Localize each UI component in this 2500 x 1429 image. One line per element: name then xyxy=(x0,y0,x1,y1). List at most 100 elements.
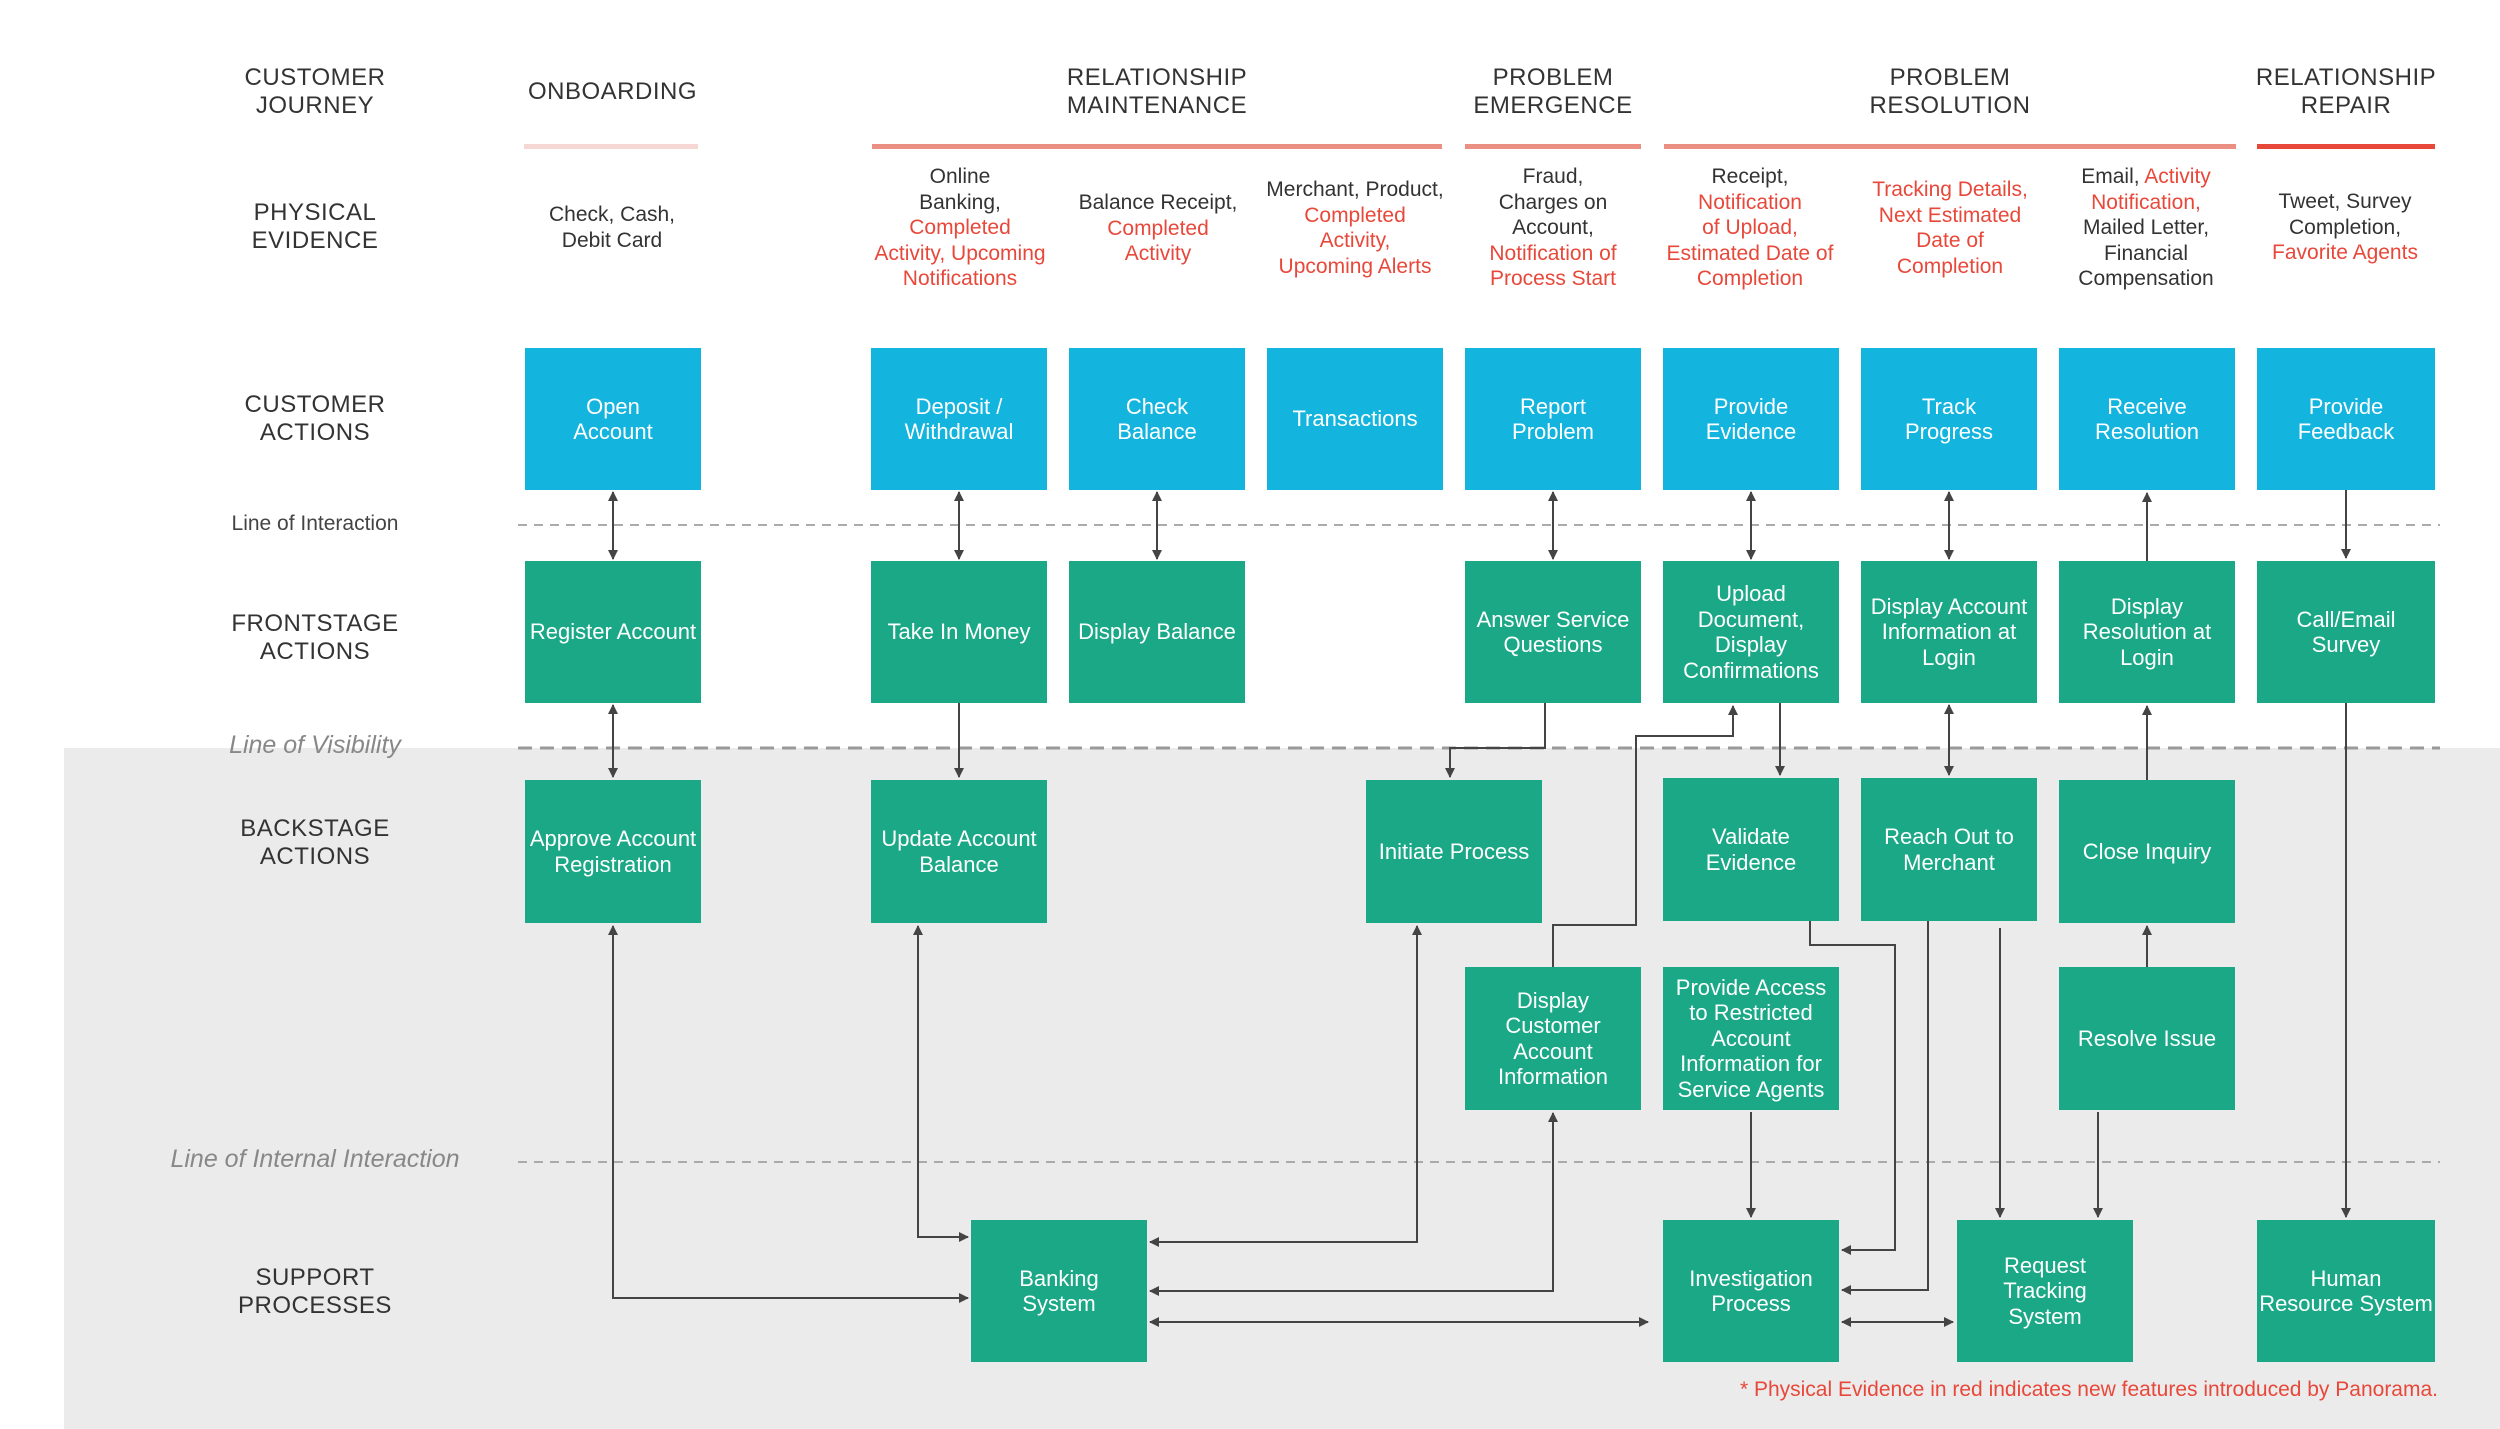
provide-evidence-box[interactable]: Provide Evidence xyxy=(1663,348,1839,490)
close-inquiry-label: Close Inquiry xyxy=(2082,838,2212,864)
initiate-process-label: Initiate Process xyxy=(1378,838,1530,864)
provide-feedback-box[interactable]: Provide Feedback xyxy=(2257,348,2435,490)
phase-relationship-maintenance: RELATIONSHIP MAINTENANCE xyxy=(872,64,1442,120)
banking-system-box[interactable]: Banking System xyxy=(971,1220,1147,1362)
evidence-line: Completion, xyxy=(2288,215,2402,239)
support-processes-label: SUPPORT PROCESSES xyxy=(238,1264,392,1319)
evidence-line-new: Notifications xyxy=(902,267,1018,290)
backstage-actions-label: BACKSTAGE ACTIONS xyxy=(240,815,390,870)
open-account-box[interactable]: Open Account xyxy=(525,348,701,490)
phase-bar-relationship-maintenance xyxy=(872,144,1442,149)
line-of-interaction-label: Line of Interaction xyxy=(231,512,399,535)
phase-problem-resolution: PROBLEM RESOLUTION xyxy=(1664,64,2236,120)
phase-relationship-maintenance-label: RELATIONSHIP MAINTENANCE xyxy=(1066,64,1248,119)
track-progress-label: Track Progress xyxy=(1904,393,1994,445)
row-label-physical-evidence: PHYSICAL EVIDENCE xyxy=(180,199,450,255)
upload-document-box[interactable]: Upload Document, Display Confirmations xyxy=(1663,561,1839,703)
display-resolution-label: Display Resolution at Login xyxy=(2082,593,2212,670)
evidence-line-new: Activity xyxy=(1124,242,1192,265)
display-resolution-box[interactable]: Display Resolution at Login xyxy=(2059,561,2235,703)
provide-access-label: Provide Access to Restricted Account Inf… xyxy=(1675,974,1827,1102)
display-balance-box[interactable]: Display Balance xyxy=(1069,561,1245,703)
answer-service-questions-label: Answer Service Questions xyxy=(1476,606,1630,658)
physical-evidence-label: PHYSICAL EVIDENCE xyxy=(251,199,379,254)
receive-resolution-box[interactable]: Receive Resolution xyxy=(2059,348,2235,490)
register-account-box[interactable]: Register Account xyxy=(525,561,701,703)
evidence-line-new: Activity, xyxy=(1319,229,1391,252)
evidence-line-new: Notification of xyxy=(1489,241,1617,265)
phase-bar-problem-resolution xyxy=(1664,144,2236,149)
register-account-label: Register Account xyxy=(529,619,697,645)
track-progress-box[interactable]: Track Progress xyxy=(1861,348,2037,490)
provide-access-box[interactable]: Provide Access to Restricted Account Inf… xyxy=(1663,967,1839,1110)
provide-feedback-label: Provide Feedback xyxy=(2297,393,2395,445)
close-inquiry-box[interactable]: Close Inquiry xyxy=(2059,780,2235,923)
evidence-line-new: Upcoming Alerts xyxy=(1278,254,1432,278)
evidence-line-new: Notification xyxy=(1698,190,1802,214)
deposit-withdrawal-box[interactable]: Deposit / Withdrawal xyxy=(871,348,1047,490)
frontstage-actions-label: FRONTSTAGE ACTIONS xyxy=(231,610,399,665)
call-email-survey-box[interactable]: Call/Email Survey xyxy=(2257,561,2435,703)
evidence-line: Compensation xyxy=(2078,267,2214,290)
display-account-info-box[interactable]: Display Account Information at Login xyxy=(1861,561,2037,703)
phase-problem-emergence: PROBLEM EMERGENCE xyxy=(1465,64,1641,120)
evidence-line: Financial xyxy=(2103,241,2189,265)
investigation-process-label: Investigation Process xyxy=(1689,1265,1813,1317)
upload-document-label: Upload Document, Display Confirmations xyxy=(1683,581,1819,683)
evidence-fragment: Email, xyxy=(2081,165,2140,188)
footnote: * Physical Evidence in red indicates new… xyxy=(1739,1378,2438,1401)
human-resource-box[interactable]: Human Resource System xyxy=(2257,1220,2435,1362)
phase-onboarding: ONBOARDING xyxy=(505,78,720,106)
evidence-line: Fraud, xyxy=(1522,165,1584,188)
evidence-line: Balance Receipt, xyxy=(1078,191,1238,214)
evidence-merchant: Merchant, Product, Completed Activity, U… xyxy=(1255,177,1455,279)
investigation-process-box[interactable]: Investigation Process xyxy=(1663,1220,1839,1362)
row-label-backstage-actions: BACKSTAGE ACTIONS xyxy=(180,815,450,871)
evidence-line: Account, xyxy=(1512,216,1594,239)
phase-problem-resolution-label: PROBLEM RESOLUTION xyxy=(1869,64,2031,119)
initiate-process-box[interactable]: Initiate Process xyxy=(1366,780,1542,923)
evidence-tweet: Tweet, Survey Completion, Favorite Agent… xyxy=(2245,189,2445,266)
take-in-money-box[interactable]: Take In Money xyxy=(871,561,1047,703)
transactions-box[interactable]: Transactions xyxy=(1267,348,1443,490)
request-tracking-label: Request Tracking System xyxy=(2003,1252,2087,1329)
evidence-line-new: Process Start xyxy=(1489,267,1617,290)
validate-evidence-box[interactable]: Validate Evidence xyxy=(1663,778,1839,921)
row-label-customer-journey: CUSTOMER JOURNEY xyxy=(180,64,450,120)
row-label-customer-actions: CUSTOMER ACTIONS xyxy=(180,391,450,447)
report-problem-box[interactable]: Report Problem xyxy=(1465,348,1641,490)
check-balance-box[interactable]: Check Balance xyxy=(1069,348,1245,490)
open-account-label: Open Account xyxy=(573,393,653,445)
evidence-line: Debit Card xyxy=(561,228,663,252)
evidence-line-new: Completed xyxy=(909,216,1011,239)
report-problem-label: Report Problem xyxy=(1512,393,1594,445)
evidence-line-new: Next Estimated xyxy=(1878,203,2022,227)
banking-system-label: Banking System xyxy=(1019,1265,1099,1317)
evidence-line-new: Completed xyxy=(1304,203,1406,227)
evidence-line: Online xyxy=(929,165,991,188)
evidence-line-new: of Upload, xyxy=(1702,216,1798,239)
evidence-tracking: Tracking Details, Next Estimated Date of… xyxy=(1850,177,2050,279)
approve-registration-box[interactable]: Approve Account Registration xyxy=(525,780,701,923)
check-balance-label: Check Balance xyxy=(1117,393,1197,445)
phase-bar-onboarding xyxy=(524,144,698,149)
evidence-line: Charges on xyxy=(1498,190,1608,214)
evidence-balance-receipt: Balance Receipt, Completed Activity xyxy=(1060,190,1256,267)
evidence-email: Email, Activity Notification, Mailed Let… xyxy=(2048,164,2244,292)
call-email-survey-label: Call/Email Survey xyxy=(2296,606,2396,658)
resolve-issue-box[interactable]: Resolve Issue xyxy=(2059,967,2235,1110)
request-tracking-box[interactable]: Request Tracking System xyxy=(1957,1220,2133,1362)
update-balance-box[interactable]: Update Account Balance xyxy=(871,780,1047,923)
evidence-line: Email, Activity xyxy=(2048,164,2244,190)
evidence-line-new: Notification, xyxy=(2091,190,2201,214)
answer-service-questions-box[interactable]: Answer Service Questions xyxy=(1465,561,1641,703)
reach-out-merchant-box[interactable]: Reach Out to Merchant xyxy=(1861,778,2037,921)
deposit-withdrawal-label: Deposit / Withdrawal xyxy=(904,393,1014,445)
take-in-money-label: Take In Money xyxy=(887,619,1031,645)
phase-problem-emergence-label: PROBLEM EMERGENCE xyxy=(1473,64,1633,119)
validate-evidence-label: Validate Evidence xyxy=(1705,824,1797,875)
evidence-onboarding: Check, Cash, Debit Card xyxy=(512,202,712,253)
customer-journey-label: CUSTOMER JOURNEY xyxy=(244,64,386,119)
display-customer-info-box[interactable]: Display Customer Account Information xyxy=(1465,967,1641,1110)
evidence-line: Mailed Letter, xyxy=(2082,216,2210,239)
